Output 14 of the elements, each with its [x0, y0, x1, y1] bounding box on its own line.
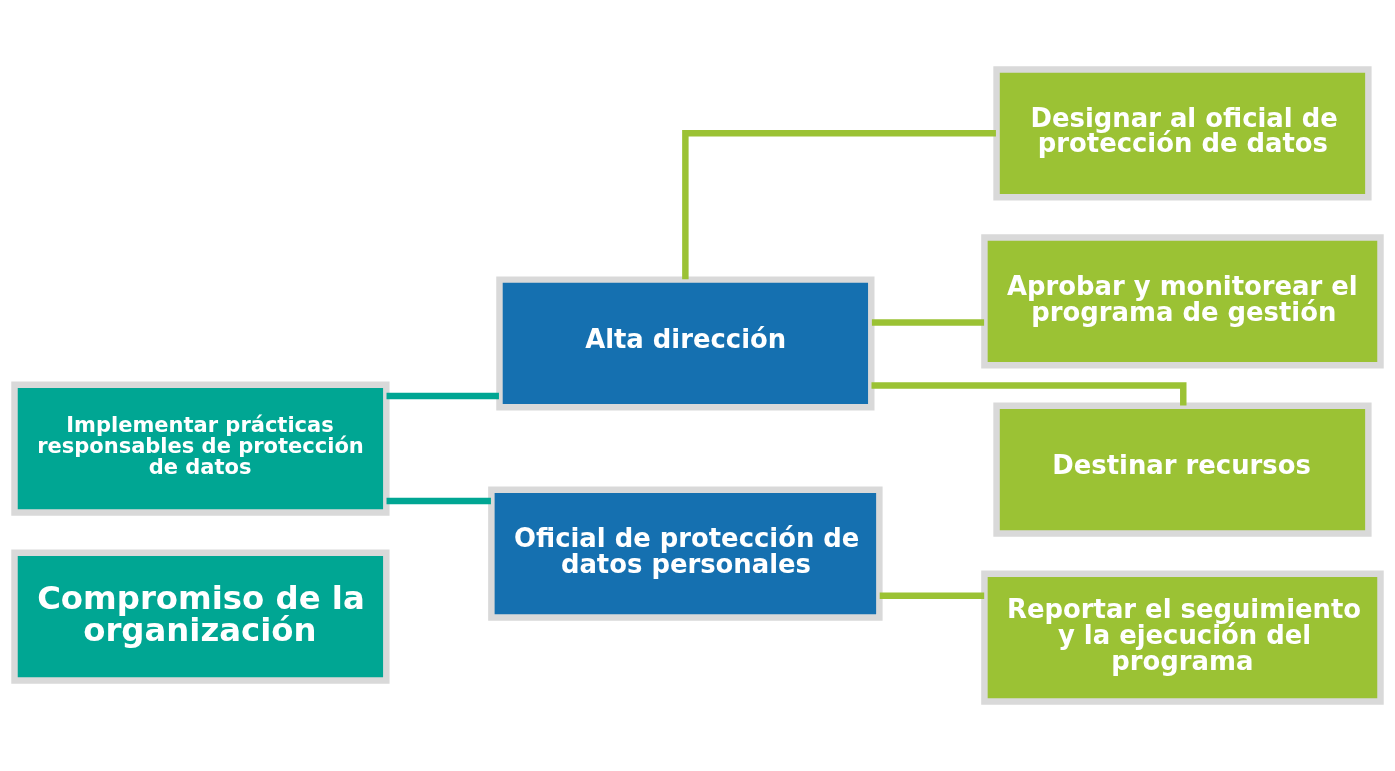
node-box: Designar al oficial de protección de datos — [993, 66, 1372, 201]
connector — [682, 130, 996, 280]
node-box: Destinar recursos — [993, 402, 1372, 537]
connector — [386, 497, 491, 505]
node-box: Implementar prácticas responsables de protección de datos — [11, 381, 390, 516]
connector — [871, 382, 1187, 406]
node-box: Compromiso de la organización — [11, 549, 390, 684]
node-box: Oficial de protección de datos personales — [488, 486, 883, 621]
connector — [386, 392, 499, 400]
connector — [871, 319, 985, 326]
connector — [879, 592, 985, 599]
node-box: Aprobar y monitorear el programa de gestión — [981, 234, 1384, 369]
node-box: Reportar el seguimiento y la ejecución del programa — [981, 570, 1384, 705]
node-box: Alta dirección — [496, 276, 875, 411]
